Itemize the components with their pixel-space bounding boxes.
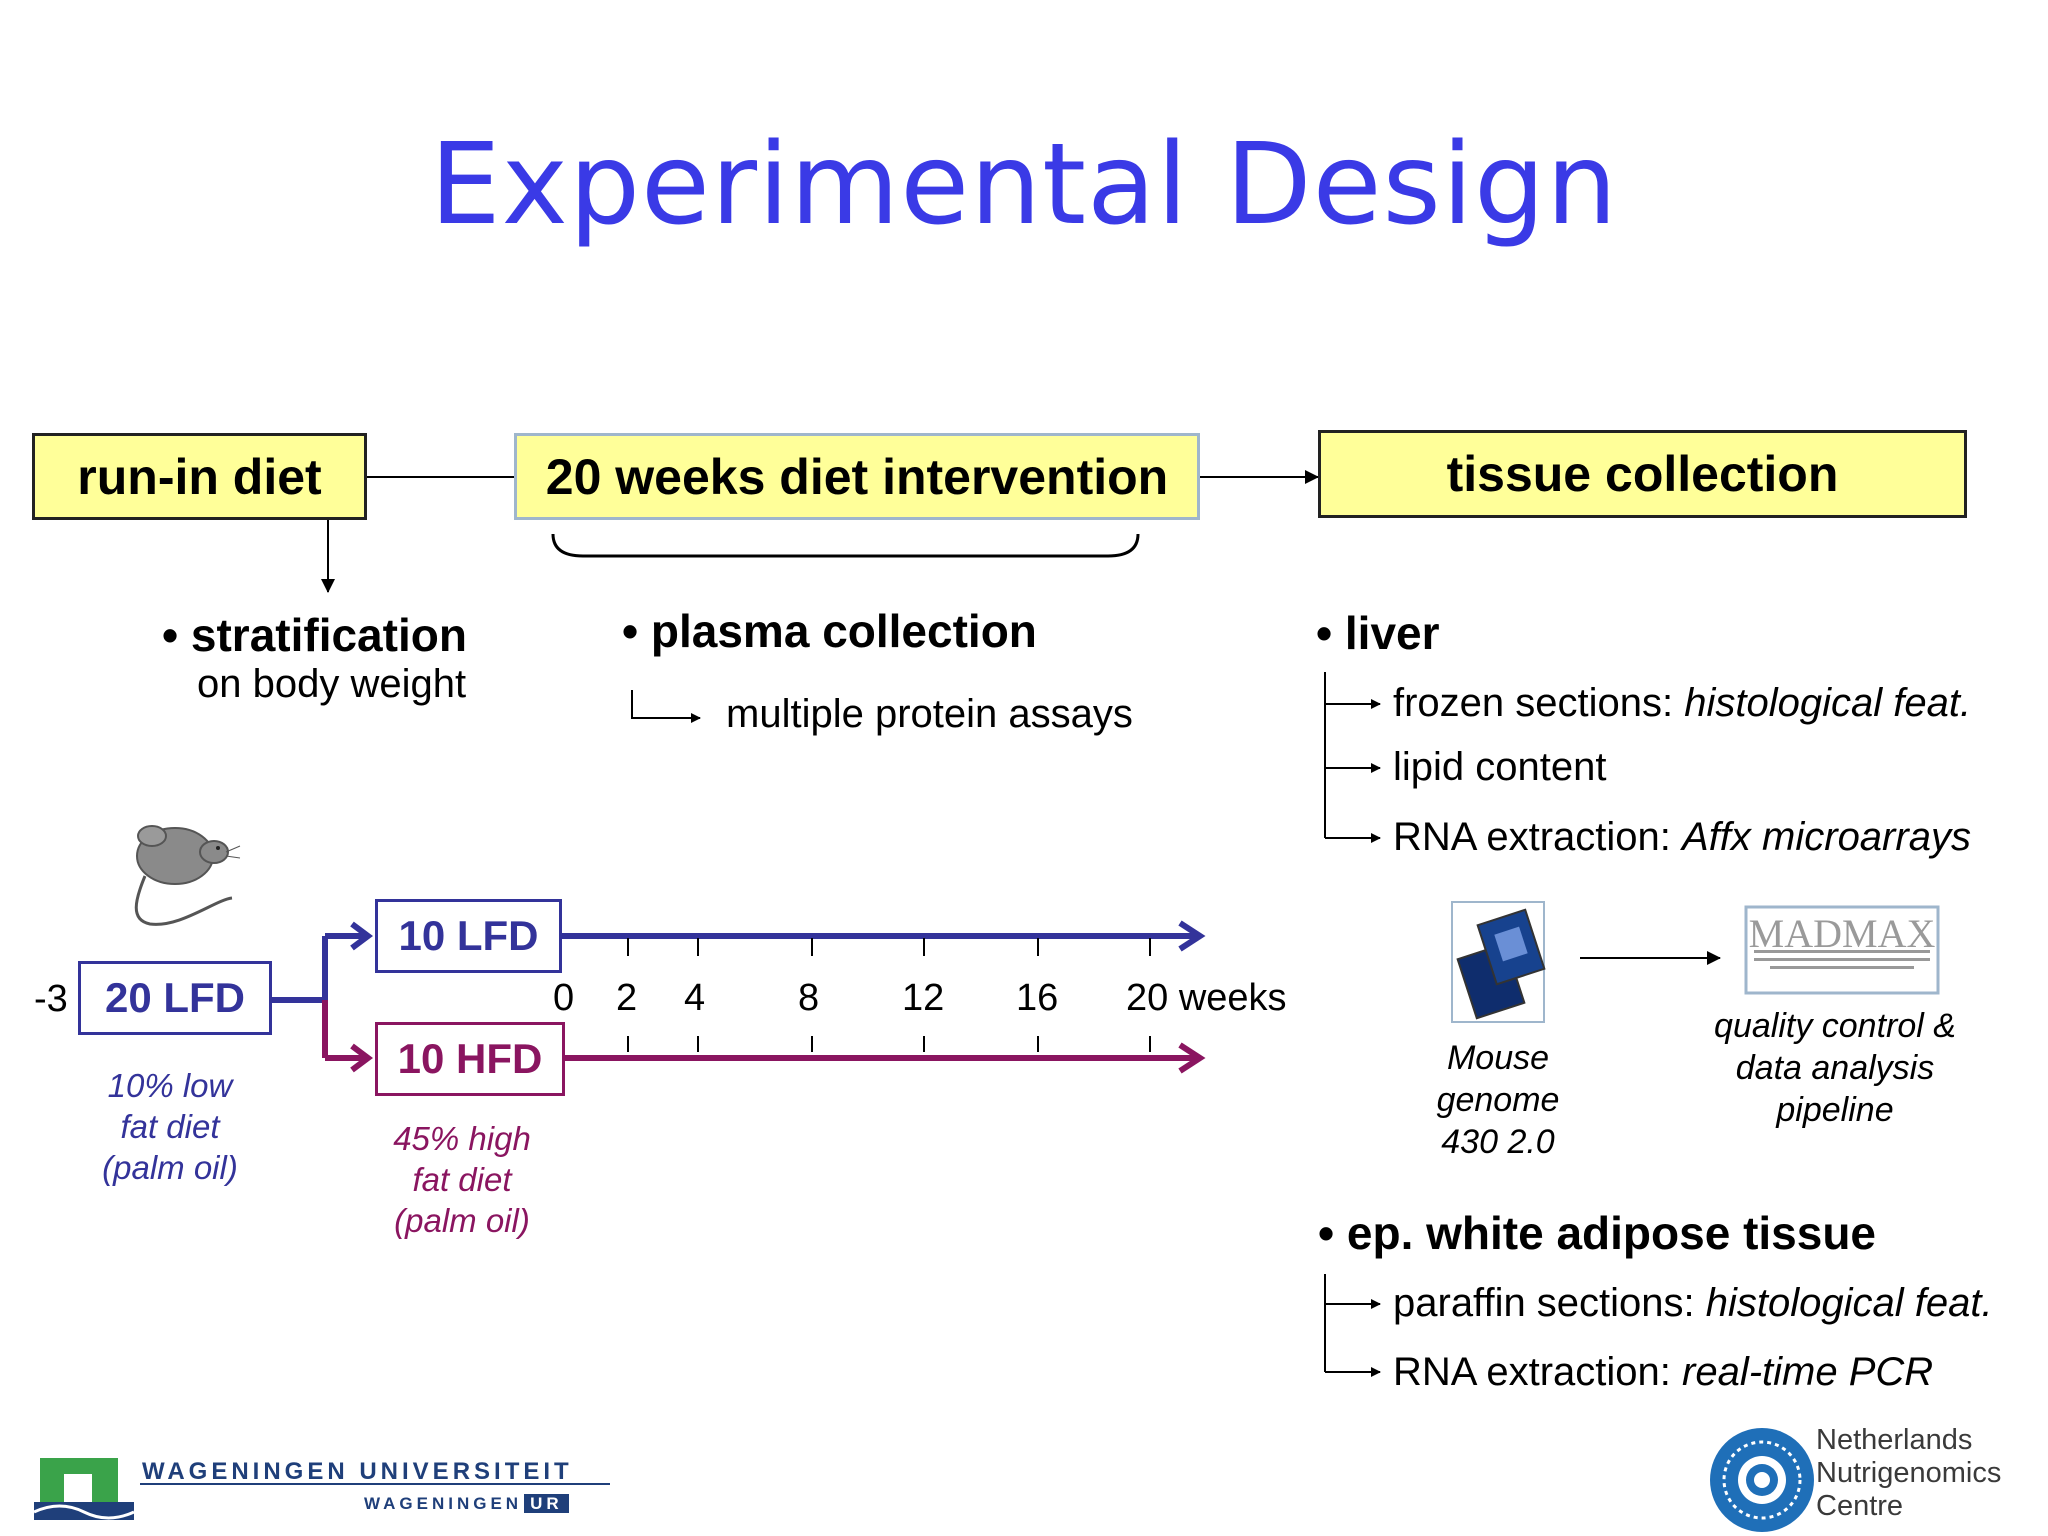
adipose-item-rna-italic: real-time PCR (1682, 1350, 1934, 1394)
nnc-logo-text: Netherlands Nutrigenomics Centre (1816, 1424, 2001, 1523)
adipose-item-paraffin: paraffin sections: histological feat. (1393, 1281, 1993, 1326)
lfd-group-box: 10 LFD (375, 899, 562, 973)
page-title: Experimental Design (429, 120, 1619, 250)
hfd-group-box: 10 HFD (375, 1022, 565, 1096)
liver-item-lipid: lipid content (1393, 745, 1606, 790)
stratification-heading: • stratification (162, 609, 467, 661)
liver-item-rna-italic: Affx microarrays (1682, 815, 1971, 859)
tick-label: 0 (553, 977, 575, 1019)
chip-caption-line: 430 2.0 (1441, 1123, 1555, 1161)
chip-caption-line: Mouse (1446, 1039, 1550, 1077)
madmax-logo (1744, 905, 1940, 995)
start-caption-line: fat diet (120, 1108, 220, 1145)
stratification-sub: on body weight (197, 662, 467, 706)
tick-label: 16 (1016, 977, 1059, 1019)
tick-label: 20 weeks (1126, 977, 1287, 1019)
hfd-caption-line: 45% high (393, 1120, 531, 1157)
liver-heading: • liver (1316, 607, 1440, 659)
wageningen-logo-bottom-text: WAGENINGEN (364, 1494, 523, 1513)
start-caption-line: 10% low (107, 1067, 233, 1104)
chip-caption-line: genome (1436, 1081, 1560, 1119)
timeline-ticks (627, 938, 1151, 1052)
wageningen-logo (33, 1458, 610, 1520)
wageningen-logo-top: WAGENINGEN UNIVERSITEIT (142, 1458, 573, 1485)
madmax-logo-text: MADMAX (1748, 911, 1936, 956)
madmax-caption-line: quality control & (1714, 1007, 1956, 1045)
liver-item-rna-text: RNA extraction: (1393, 815, 1683, 859)
madmax-caption: quality control & data analysis pipeline (1700, 1005, 1970, 1131)
intervention-box: 20 weeks diet intervention (514, 433, 1200, 520)
start-caption-line: (palm oil) (102, 1149, 238, 1186)
adipose-item-rna-text: RNA extraction: (1393, 1350, 1683, 1394)
nnc-logo-line: Nutrigenomics (1816, 1457, 2002, 1489)
hfd-caption-line: (palm oil) (394, 1202, 530, 1239)
liver-item-frozen: frozen sections: histological feat. (1393, 681, 1971, 726)
nnc-logo (1710, 1428, 1814, 1532)
tick-label: 8 (798, 977, 820, 1019)
adipose-item-paraffin-italic: histological feat. (1705, 1281, 1993, 1325)
tick-label: 12 (902, 977, 945, 1019)
adipose-item-paraffin-text: paraffin sections: (1393, 1281, 1706, 1325)
intervention-brace (551, 533, 1140, 558)
hfd-caption-line: fat diet (412, 1161, 512, 1198)
madmax-caption-line: data analysis (1735, 1049, 1935, 1087)
liver-item-rna: RNA extraction: Affx microarrays (1393, 815, 1971, 860)
arrow-plasma-assays (631, 690, 701, 723)
plasma-sub: multiple protein assays (726, 692, 1133, 736)
tick-label: 4 (684, 977, 706, 1019)
madmax-caption-line: pipeline (1776, 1091, 1894, 1129)
tick-label: 2 (616, 977, 638, 1019)
wageningen-ur-badge: UR (524, 1494, 569, 1513)
start-group-caption: 10% low fat diet (palm oil) (70, 1065, 270, 1188)
liver-item-frozen-text: frozen sections: (1393, 681, 1685, 725)
hfd-group-caption: 45% high fat diet (palm oil) (362, 1118, 562, 1241)
nnc-logo-line: Netherlands (1816, 1424, 1973, 1456)
adipose-heading: • ep. white adipose tissue (1318, 1207, 1877, 1259)
start-week-label: -3 (34, 978, 68, 1020)
run-in-diet-box: run-in diet (32, 433, 367, 520)
microarray-chip-icon (1451, 901, 1546, 1023)
liver-item-lipid-text: lipid content (1393, 745, 1607, 789)
plasma-heading: • plasma collection (622, 605, 1037, 657)
chip-caption: Mouse genome 430 2.0 (1418, 1037, 1578, 1163)
tissue-collection-box: tissue collection (1318, 430, 1967, 518)
start-group-box: 20 LFD (78, 961, 272, 1035)
liver-item-frozen-italic: histological feat. (1684, 681, 1972, 725)
mouse-icon (134, 825, 241, 926)
nnc-logo-line: Centre (1816, 1490, 1904, 1522)
adipose-item-rna: RNA extraction: real-time PCR (1393, 1350, 1933, 1395)
